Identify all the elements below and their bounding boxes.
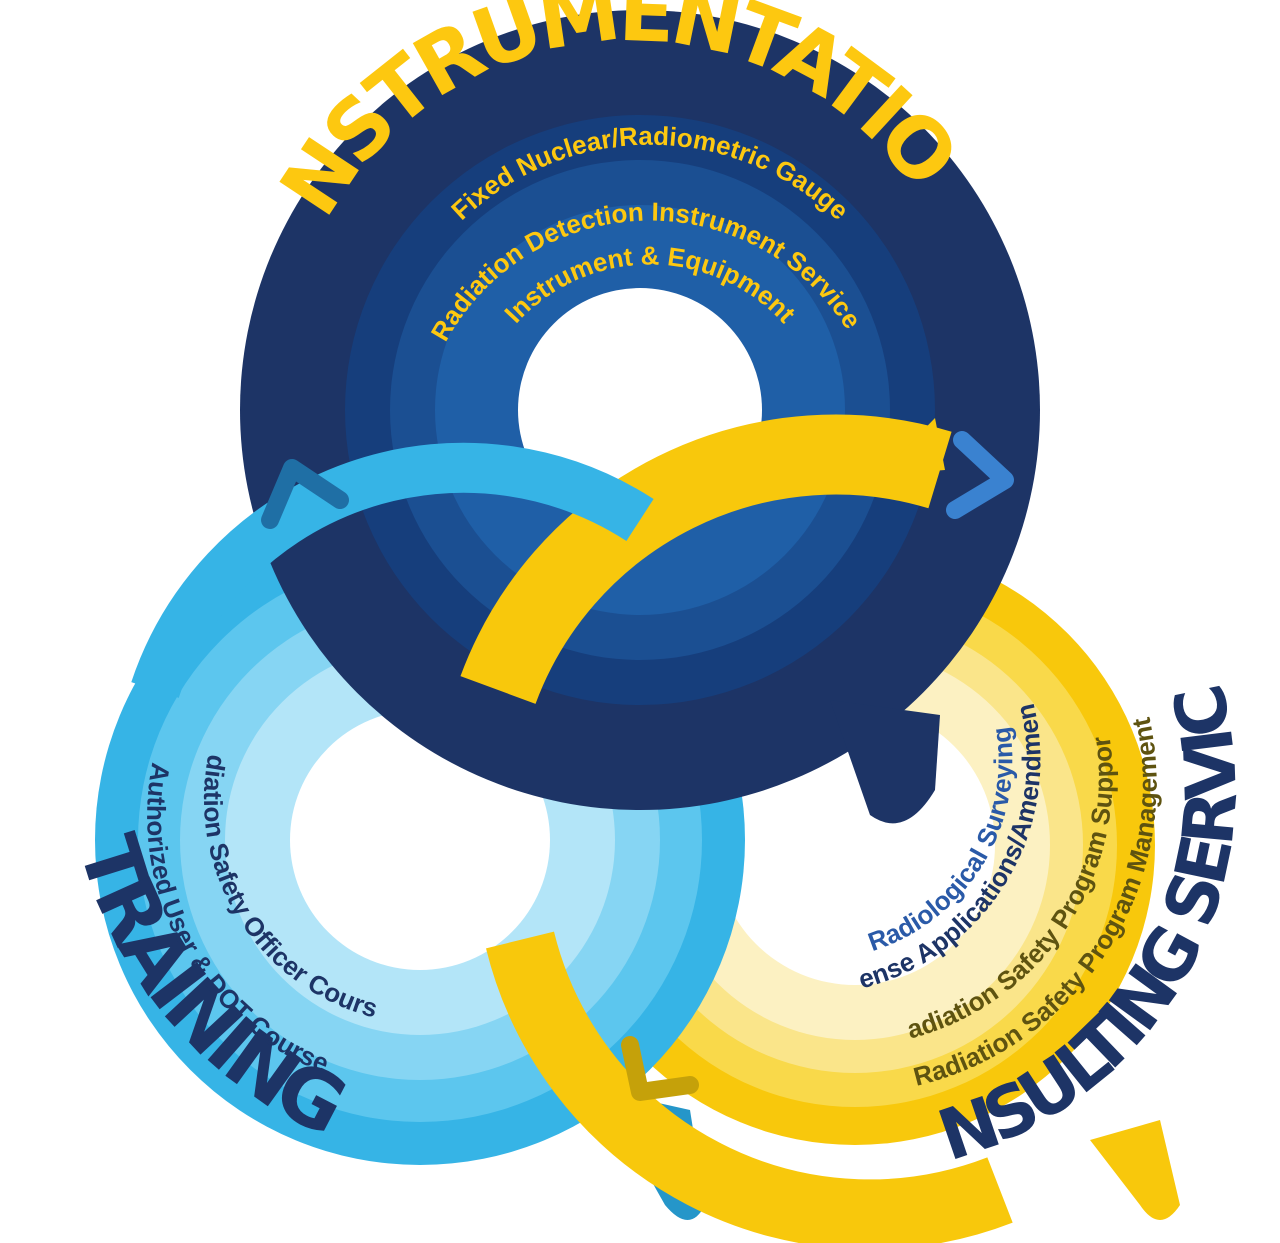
chevron-down-icon xyxy=(621,1036,699,1101)
training-ring-band xyxy=(131,442,654,698)
consulting-ring-band xyxy=(460,414,1013,1243)
instrumentation-ring-tail xyxy=(830,700,940,824)
instrumentation-ring xyxy=(240,10,1040,810)
consulting-ring-tail xyxy=(1090,1120,1180,1220)
chevron-right-icon xyxy=(946,431,1014,519)
chevron-up-icon xyxy=(261,459,349,529)
